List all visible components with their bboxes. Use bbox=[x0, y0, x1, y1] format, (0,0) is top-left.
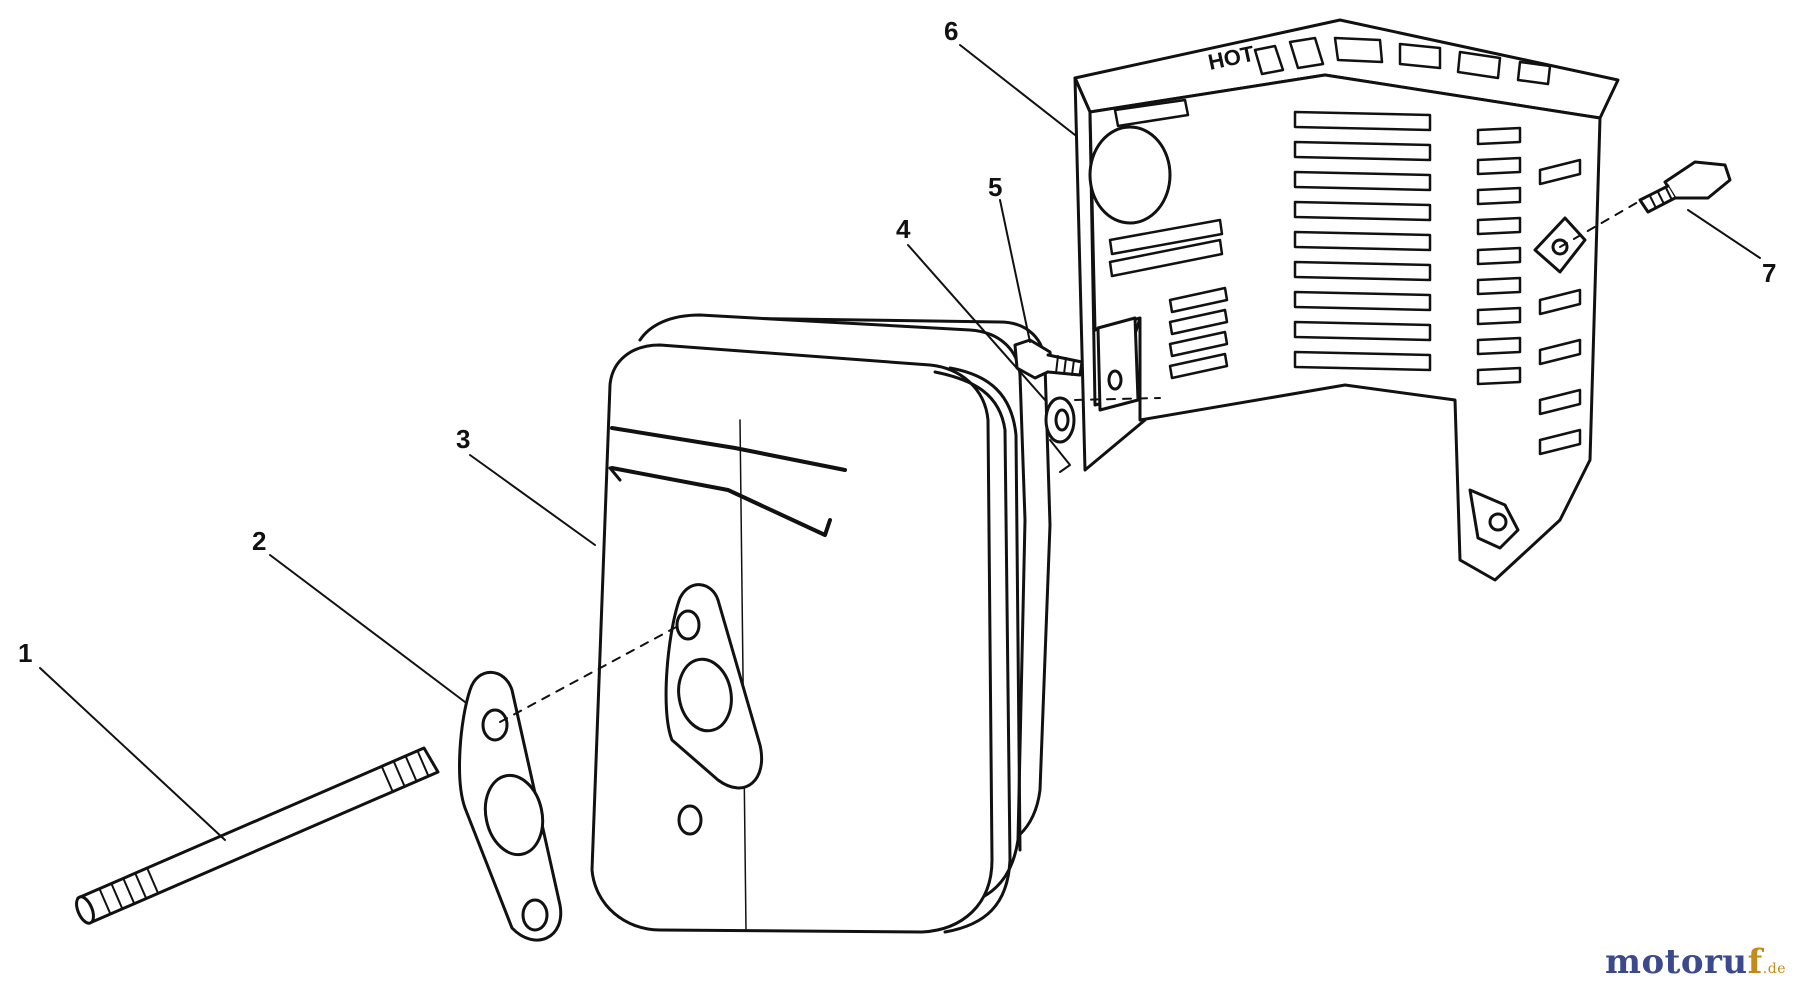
callout-7: 7 bbox=[1762, 258, 1776, 288]
callout-6: 6 bbox=[944, 16, 958, 46]
part-1-threaded-stud bbox=[75, 746, 440, 925]
part-6-heat-shield bbox=[1073, 18, 1620, 582]
callout-3: 3 bbox=[456, 424, 470, 454]
part-4-washer bbox=[1044, 396, 1076, 473]
leader-lines bbox=[39, 44, 1761, 841]
watermark-logo: motoruf.de bbox=[1605, 942, 1786, 982]
watermark-accent: f bbox=[1747, 942, 1763, 982]
part-2-gasket bbox=[458, 670, 563, 942]
part-3-muffler bbox=[590, 313, 1052, 934]
watermark-main: motoru bbox=[1604, 942, 1748, 982]
callout-4: 4 bbox=[896, 214, 911, 244]
callout-5: 5 bbox=[988, 172, 1002, 202]
callout-2: 2 bbox=[252, 526, 266, 556]
part-5-screw bbox=[1013, 338, 1084, 380]
part-7-bolt bbox=[1638, 160, 1732, 214]
assembly-lines bbox=[499, 197, 1646, 723]
watermark-tld: .de bbox=[1762, 961, 1786, 977]
callout-1: 1 bbox=[18, 638, 32, 668]
